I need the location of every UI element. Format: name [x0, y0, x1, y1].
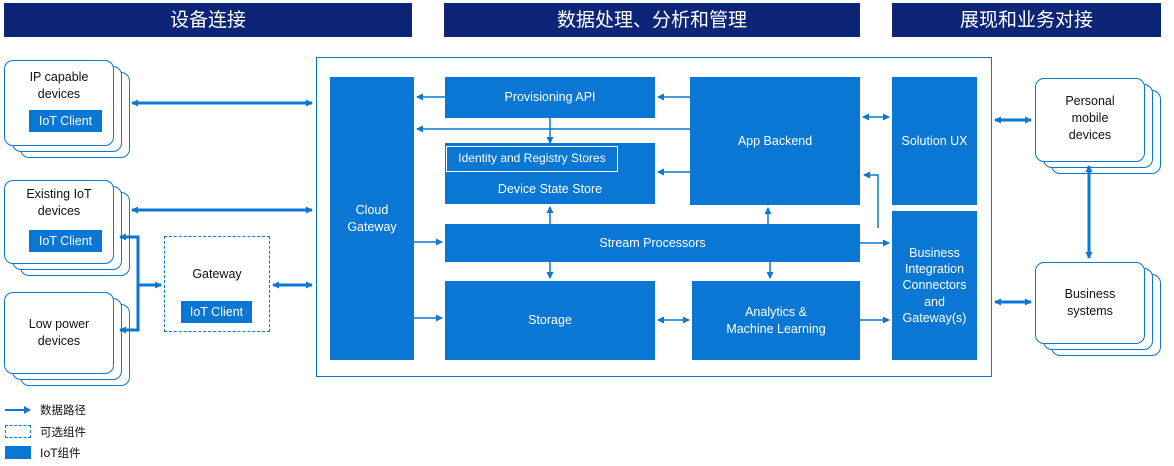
low-power-devices-label: Low power devices [28, 317, 90, 348]
legend-iot-component-label: IoT组件 [40, 446, 81, 460]
gateway-label: Gateway [192, 267, 242, 281]
arrow-existing-to-gateway [119, 233, 162, 289]
legend-solid-box-icon [5, 446, 31, 459]
iot-client-block: IoT Client [29, 230, 102, 252]
header-device-connectivity: 设备连接 [4, 3, 412, 37]
legend-arrow-icon [5, 406, 31, 414]
stream-processors-block: Stream Processors [445, 224, 860, 262]
arrow-business-to-backend [863, 171, 879, 228]
app-backend-block: App Backend [690, 77, 860, 205]
iot-client-block: IoT Client [29, 110, 102, 132]
identity-registry-stores-block: Identity and Registry Stores [446, 146, 618, 172]
legend-data-path-label: 数据路径 [40, 403, 86, 417]
arrow-lowpower-to-gateway [119, 285, 140, 334]
low-power-devices-card: Low power devices [4, 292, 114, 374]
solution-ux-block: Solution UX [892, 77, 977, 205]
ip-capable-devices-card: IP capable devices IoT Client [4, 60, 114, 146]
storage-block: Storage [445, 281, 655, 360]
gateway-optional-box: Gateway IoT Client [164, 236, 270, 332]
legend-optional-component-label: 可选组件 [40, 425, 86, 439]
device-state-store-label: Device State Store [497, 181, 603, 196]
header-presentation-business: 展现和业务对接 [892, 3, 1161, 37]
analytics-ml-block: Analytics & Machine Learning [692, 281, 860, 360]
provisioning-api-block: Provisioning API [445, 77, 655, 118]
existing-iot-devices-card: Existing IoT devices IoT Client [4, 180, 114, 264]
existing-iot-devices-label: Existing IoT devices [26, 187, 92, 218]
ip-capable-devices-label: IP capable devices [29, 70, 89, 101]
personal-mobile-devices-label: Personal mobile devices [1065, 94, 1115, 142]
personal-mobile-devices-card: Personal mobile devices [1035, 78, 1145, 162]
legend-dashed-box-icon [5, 425, 31, 438]
business-systems-card: Business systems [1035, 262, 1145, 344]
header-data-processing: 数据处理、分析和管理 [444, 3, 860, 37]
business-systems-label: Business systems [1064, 287, 1116, 318]
business-integration-block: Business Integration Connectors and Gate… [892, 211, 977, 360]
cloud-platform-frame [316, 57, 992, 377]
gateway-iot-client-block: IoT Client [181, 301, 252, 323]
cloud-gateway-block: Cloud Gateway [330, 77, 414, 360]
